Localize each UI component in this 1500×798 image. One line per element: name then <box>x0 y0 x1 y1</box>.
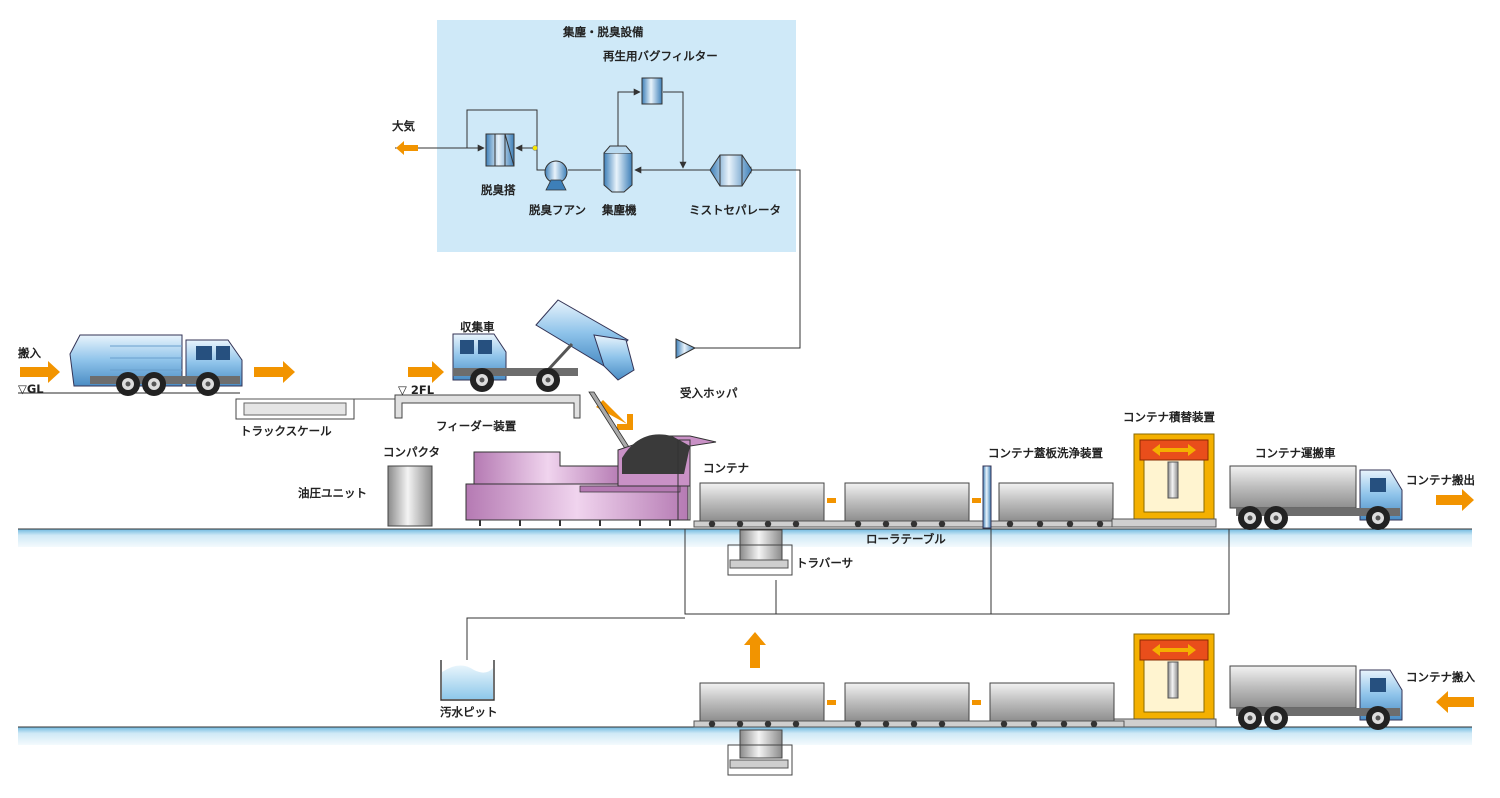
container-truck-label: コンテナ運搬車 <box>1255 446 1336 460</box>
hydraulic-unit-box <box>387 465 433 527</box>
mist-separator-label: ミストセパレータ <box>689 203 781 217</box>
second-floor-level-label: ▽ 2FL <box>398 383 435 397</box>
collection-truck-2fl <box>452 299 635 392</box>
container-out-label: コンテナ搬出 <box>1406 473 1475 487</box>
compactor-label: コンパクタ <box>383 445 441 459</box>
mist-separator-icon <box>709 154 753 187</box>
container-row-upper <box>693 482 1125 528</box>
flow-arrows <box>20 361 1474 713</box>
regen-bag-filter-label: 再生用バグフィルター <box>603 49 718 63</box>
deodor-fan-label: 脱臭フアン <box>529 203 587 217</box>
deodor-fan-icon <box>544 160 568 191</box>
container-row-lower <box>693 682 1125 728</box>
bag-filter-icon <box>641 77 663 105</box>
drain-lines <box>466 529 1230 660</box>
lid-washer-post <box>982 465 992 529</box>
compactor-machine <box>465 434 717 526</box>
container-label: コンテナ <box>703 461 749 475</box>
container-lifter-upper <box>1111 433 1217 528</box>
sewage-pit-label: 汚水ピット <box>440 705 498 719</box>
container-truck-lower <box>1229 665 1403 730</box>
atmosphere-label: 大気 <box>392 119 415 133</box>
lid-washer-label: コンテナ蓋板洗浄装置 <box>988 446 1103 460</box>
container-truck-upper <box>1229 465 1403 530</box>
container-lifter-label: コンテナ積替装置 <box>1123 410 1215 424</box>
dust-collector-label: 集塵機 <box>602 203 637 217</box>
atmosphere-arrow <box>396 141 418 155</box>
receiving-hopper-label: 受入ホッパ <box>680 386 738 400</box>
dust-deodor-facility-title: 集塵・脱臭設備 <box>563 25 644 39</box>
deodor-tower-icon <box>485 133 515 167</box>
traverser-label: トラバーサ <box>796 556 854 570</box>
traverser-pit-lower <box>727 729 793 776</box>
feeder-label: フィーダー装置 <box>436 419 517 433</box>
carry-in-label: 搬入 <box>18 346 41 360</box>
roller-table-label: ローラテーブル <box>866 532 946 546</box>
hopper-inlet-icon <box>675 338 697 359</box>
hydraulic-unit-label: 油圧ユニット <box>298 486 367 500</box>
dust-collector-icon <box>603 145 633 193</box>
traverser-pit-upper <box>727 529 793 576</box>
collection-truck-gl <box>69 334 243 396</box>
gl-level-label: ▽GL <box>18 382 44 396</box>
collection-truck-label: 収集車 <box>460 320 495 334</box>
sewage-pit-tank <box>440 660 495 701</box>
duct-lines <box>395 88 801 349</box>
container-in-label: コンテナ搬入 <box>1406 670 1475 684</box>
truck-scale-label: トラックスケール <box>240 424 332 438</box>
deodor-tower-label: 脱臭搭 <box>481 183 516 197</box>
container-lifter-lower <box>1111 633 1217 728</box>
second-floor-slab <box>394 394 581 419</box>
gl-level-line <box>18 392 400 420</box>
